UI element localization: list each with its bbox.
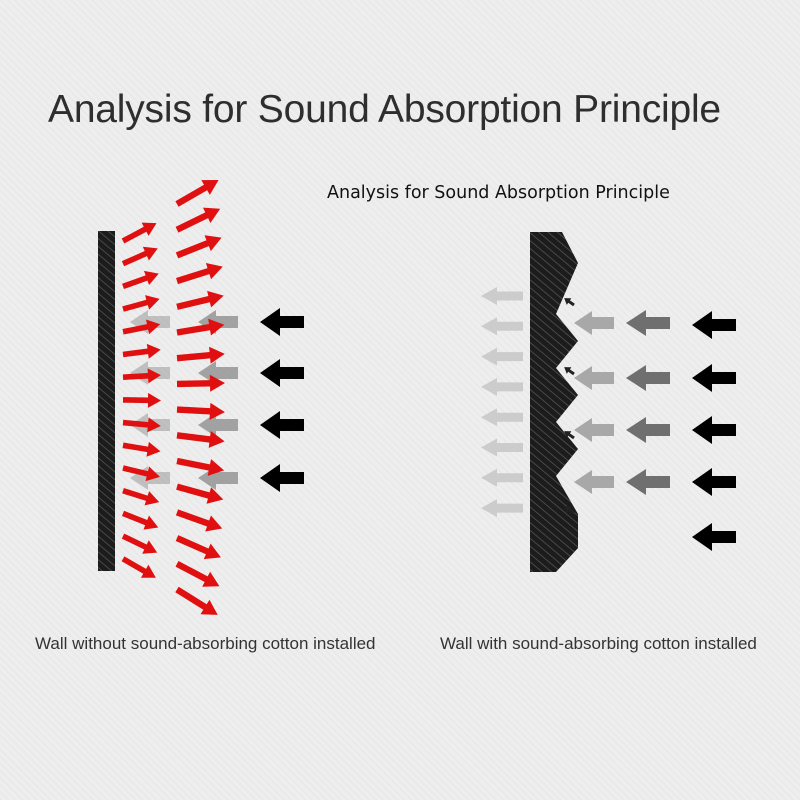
caption-without-cotton: Wall without sound-absorbing cotton inst… (35, 634, 376, 653)
reflected-wave-arrow (122, 488, 160, 506)
reflected-wave-arrow (175, 235, 222, 259)
incident-wave-arrow (692, 416, 736, 444)
absorbed-wave-arrow (564, 431, 575, 440)
faded-incident-arrow (198, 413, 238, 437)
incident-wave-arrow-lightgray (574, 470, 614, 494)
reflected-wave-arrow (175, 180, 219, 207)
plain-wall (98, 231, 115, 571)
reflected-wave-arrow (121, 222, 157, 244)
reflected-wave-arrow (122, 295, 160, 312)
caption-with-cotton: Wall with sound-absorbing cotton install… (440, 634, 757, 653)
incident-wave-arrow (692, 468, 736, 496)
right-panel-wall-with-cotton (481, 232, 736, 572)
transmitted-wave-arrow (481, 377, 523, 396)
incident-wave-arrow (260, 308, 304, 336)
reflected-wave-arrow (176, 483, 224, 504)
transmitted-wave-arrow (481, 347, 523, 366)
incident-wave-arrow-gray (626, 310, 670, 336)
reflected-wave-arrow (175, 535, 221, 560)
reflected-wave-arrow (122, 319, 161, 335)
reflected-wave-arrow (121, 556, 156, 578)
reflected-wave-arrow (176, 263, 223, 285)
left-panel-wall-without-cotton (98, 180, 304, 615)
incident-wave-arrow-gray (626, 469, 670, 495)
reflected-wave-arrow (122, 368, 161, 384)
reflected-wave-arrow (121, 246, 158, 267)
transmitted-wave-arrow (481, 499, 523, 518)
reflected-wave-arrow (122, 270, 159, 290)
incident-wave-arrow (692, 364, 736, 392)
reflected-wave-arrow (122, 343, 161, 359)
transmitted-wave-arrow (481, 438, 523, 457)
absorbed-wave-arrow (564, 298, 575, 307)
incident-wave-arrow (692, 523, 736, 551)
reflected-wave-arrow (175, 560, 220, 587)
reflected-wave-arrow (122, 417, 161, 433)
incident-wave-arrow (260, 359, 304, 387)
reflected-wave-arrow (122, 465, 160, 482)
incident-wave-arrow (260, 411, 304, 439)
transmitted-wave-arrow (481, 408, 523, 427)
transmitted-wave-arrow (481, 468, 523, 487)
incident-wave-arrow-lightgray (574, 311, 614, 335)
sound-absorbing-foam-wall (530, 232, 578, 572)
reflected-wave-arrow (175, 509, 223, 532)
reflected-wave-arrow (176, 346, 225, 364)
reflected-wave-arrow (121, 533, 158, 554)
incident-wave-arrow-lightgray (574, 366, 614, 390)
incident-wave-arrow-lightgray (574, 418, 614, 442)
absorbed-wave-arrow (564, 506, 575, 515)
transmitted-wave-arrow (481, 317, 523, 336)
incident-wave-arrow (692, 311, 736, 339)
reflected-wave-arrow (176, 374, 225, 392)
reflected-wave-arrow (176, 457, 225, 476)
incident-wave-arrow-gray (626, 417, 670, 443)
reflected-wave-arrow (176, 402, 225, 420)
reflected-wave-arrow (122, 392, 161, 408)
main-title: Analysis for Sound Absorption Principle (48, 88, 721, 131)
incident-wave-arrow-gray (626, 365, 670, 391)
transmitted-wave-arrow (481, 287, 523, 305)
sub-title: Analysis for Sound Absorption Principle (327, 183, 670, 203)
reflected-wave-arrow (176, 290, 224, 310)
absorbed-wave-arrow (564, 367, 575, 376)
faded-incident-arrow (198, 361, 238, 385)
reflected-wave-arrow (175, 207, 221, 233)
reflected-wave-arrow (175, 586, 218, 615)
reflected-wave-arrow (176, 431, 225, 448)
incident-wave-arrow (260, 464, 304, 492)
reflected-wave-arrow (122, 441, 161, 457)
reflected-wave-arrow (121, 510, 159, 530)
faded-incident-arrow (198, 466, 238, 490)
reflected-wave-arrow (176, 318, 225, 336)
